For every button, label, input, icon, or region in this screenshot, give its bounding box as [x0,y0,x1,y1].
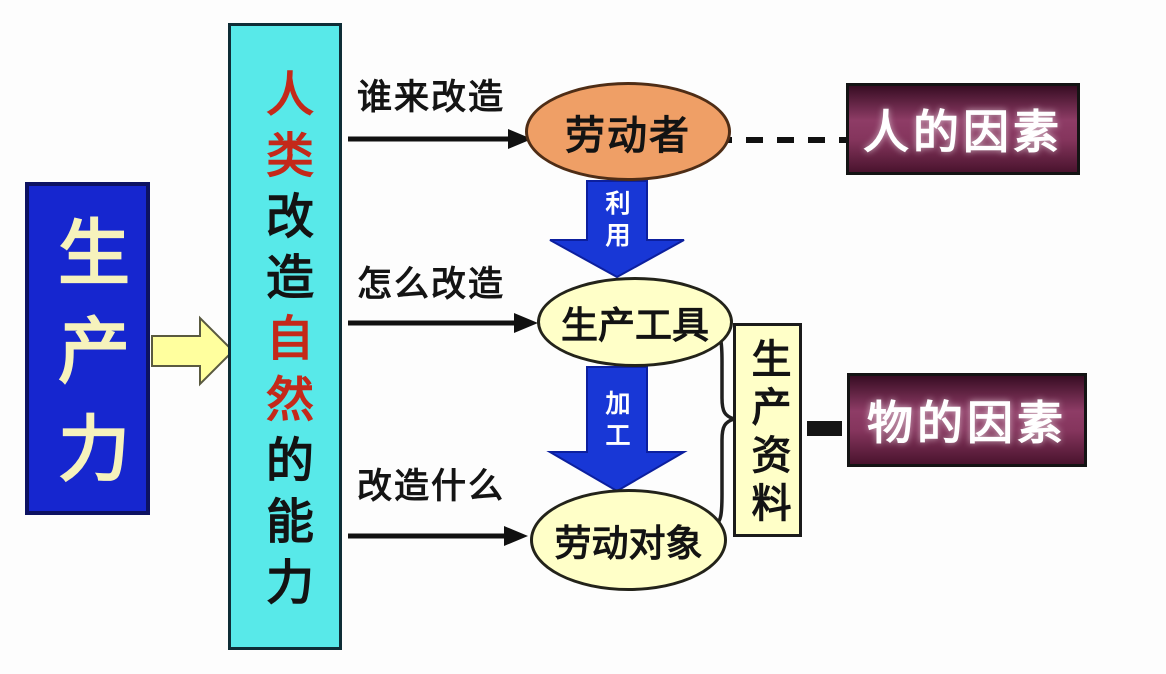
node-production-tools: 生产工具 [537,277,733,367]
node-labor-objects: 劳动对象 [530,489,727,591]
node-laborer: 劳动者 [525,82,731,181]
ability-segment-transform: 改造 [257,190,313,313]
node-means-of-production: 生产资料 [733,323,802,537]
use-process-label: 利用 [602,190,631,254]
node-ability: 人类改造自然的能力 [228,23,342,650]
node-labor-objects-label: 劳动对象 [554,522,703,565]
question-label-who: 谁来改造 [357,78,506,118]
question-label-what: 改造什么 [357,467,506,507]
ability-segment-capability: 的能力 [257,434,313,618]
use-process-arrow-icon [549,180,685,279]
node-production-tools-label: 生产工具 [561,304,709,347]
node-ability-label: 人类改造自然的能力 [257,69,313,618]
node-human-factor-label: 人的因素 [863,105,1063,159]
node-productivity-label: 生产力 [45,214,131,509]
node-material-factor: 物的因素 [847,373,1087,467]
ability-segment-humans: 人类 [257,68,313,191]
node-material-factor-label: 物的因素 [867,396,1067,450]
who-arrow-head-icon [508,129,532,149]
productivity-to-ability-arrow-icon [151,315,235,387]
node-human-factor: 人的因素 [846,83,1080,175]
means-to-material-dash [807,421,842,436]
node-means-of-production-label: 生产资料 [744,338,791,530]
work-process-label: 加工 [602,390,631,454]
question-label-how: 怎么改造 [357,265,506,305]
ability-segment-nature: 自然 [257,312,313,435]
node-laborer-label: 劳动者 [565,112,691,159]
how-arrow-head-icon [514,313,538,333]
means-grouping-brace [709,325,740,531]
what-arrow-head-icon [504,526,528,546]
work-process-arrow-icon [546,366,688,493]
node-productivity: 生产力 [25,182,150,515]
